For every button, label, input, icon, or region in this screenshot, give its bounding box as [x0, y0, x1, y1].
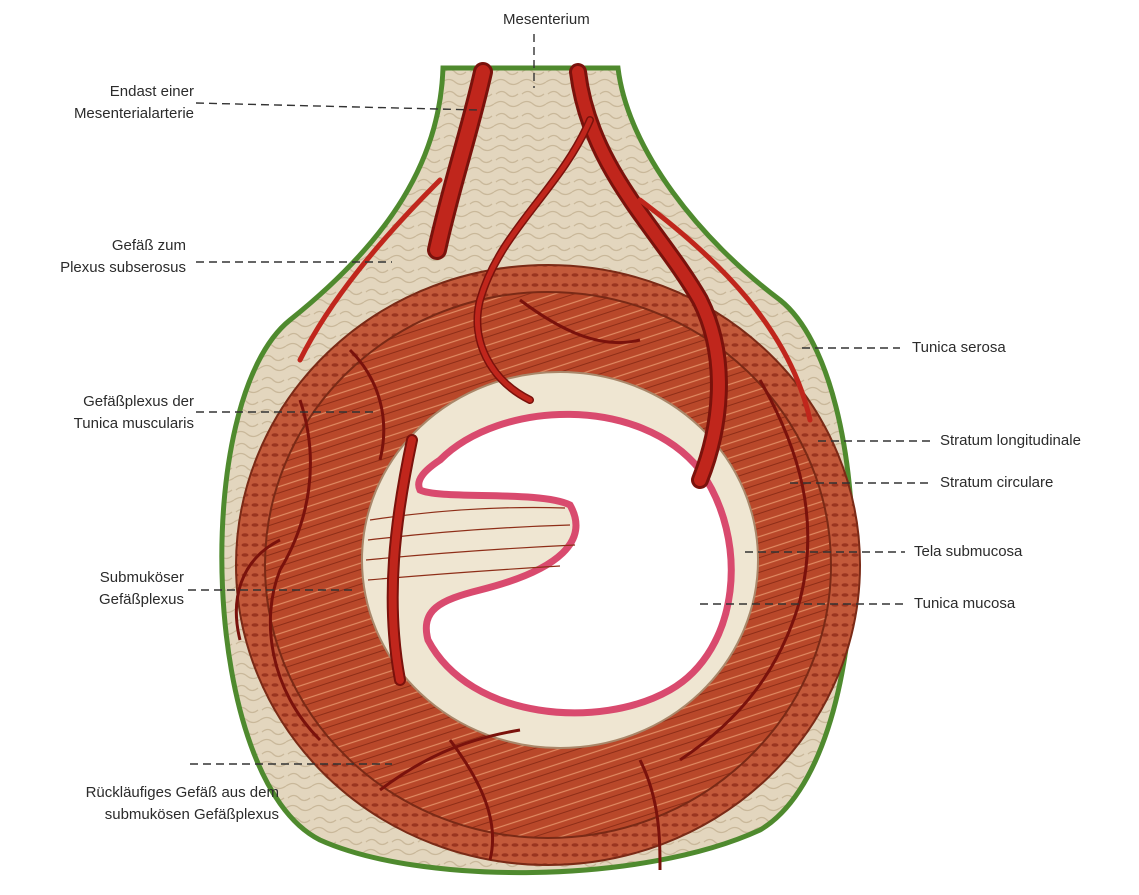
label-tela-submucosa: Tela submucosa: [914, 542, 1022, 562]
label-gefaess-zum-line1: Gefäß zum: [112, 236, 186, 256]
label-endast-line2: Mesenterialarterie: [74, 104, 194, 124]
label-gefaessplexus-line2: Tunica muscularis: [74, 414, 194, 434]
label-ruecklaeufiges-line2: submukösen Gefäßplexus: [105, 805, 279, 825]
label-tunica-serosa: Tunica serosa: [912, 338, 1006, 358]
label-submukoeser-line2: Gefäßplexus: [99, 590, 184, 610]
label-submukoeser-line1: Submuköser: [100, 568, 184, 588]
label-stratum-longitudinale: Stratum longitudinale: [940, 431, 1081, 451]
label-tunica-mucosa: Tunica mucosa: [914, 594, 1015, 614]
label-mesenterium: Mesenterium: [503, 10, 590, 30]
label-stratum-circulare: Stratum circulare: [940, 473, 1053, 493]
label-ruecklaeufiges-line1: Rückläufiges Gefäß aus dem: [86, 783, 279, 803]
label-gefaess-zum-line2: Plexus subserosus: [60, 258, 186, 278]
label-endast-line1: Endast einer: [110, 82, 194, 102]
label-gefaessplexus-line1: Gefäßplexus der: [83, 392, 194, 412]
